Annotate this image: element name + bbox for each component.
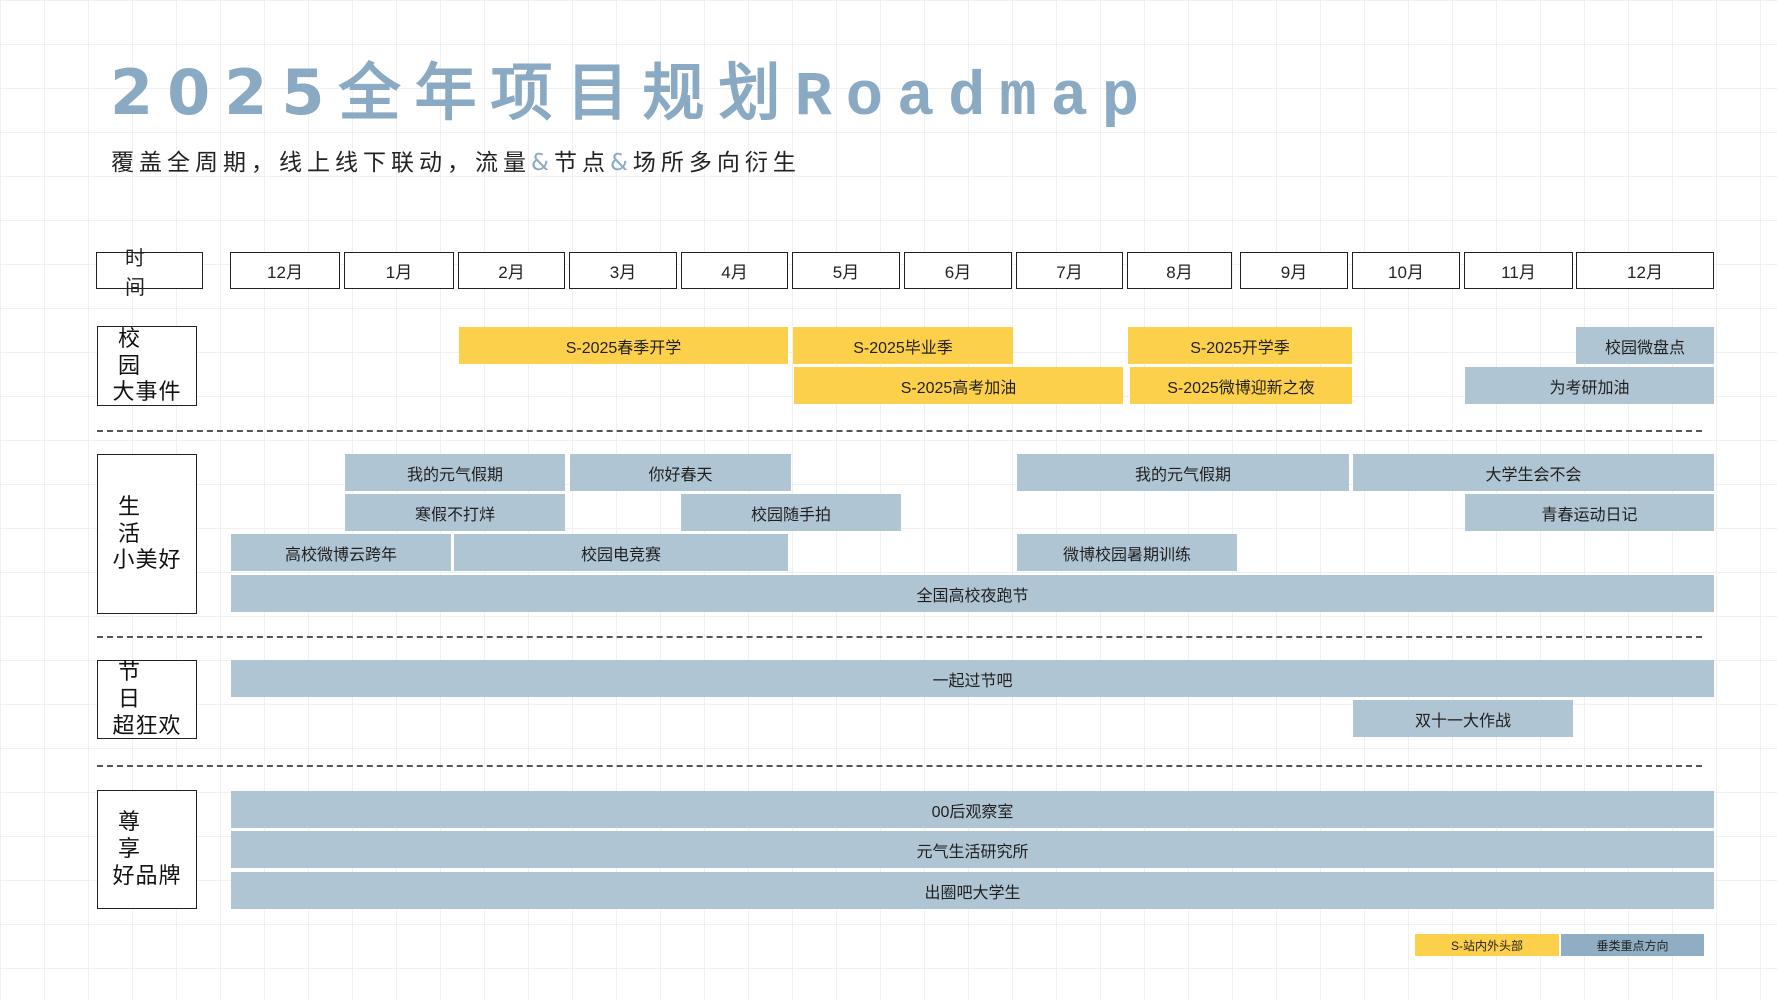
row-label-line1: 尊享 xyxy=(118,809,161,862)
bar-postgrad-cheer: 为考研加油 xyxy=(1465,367,1714,404)
page-title: 2025全年项目规划Roadmap xyxy=(110,62,1153,129)
month-cell-1: 12月 xyxy=(230,252,340,289)
row-label-brand: 尊享 好品牌 xyxy=(97,790,197,909)
bar-double-eleven: 双十一大作战 xyxy=(1353,700,1573,737)
month-cell-13: 12月 xyxy=(1576,252,1714,289)
bar-night-run-festival: 全国高校夜跑节 xyxy=(231,575,1714,612)
month-cell-2: 1月 xyxy=(344,252,454,289)
bar-college-students: 大学生会不会 xyxy=(1353,454,1714,491)
month-cell-6: 5月 xyxy=(792,252,900,289)
row-label-line1: 校园 xyxy=(118,325,161,378)
bar-hello-spring: 你好春天 xyxy=(570,454,791,491)
bar-campus-esports: 校园电竞赛 xyxy=(454,534,788,571)
subtitle-amp2: & xyxy=(609,150,633,176)
section-divider xyxy=(97,765,1702,767)
month-cell-10: 9月 xyxy=(1240,252,1348,289)
month-cell-4: 3月 xyxy=(569,252,677,289)
row-label-festival: 节日 超狂欢 xyxy=(97,659,197,739)
section-divider xyxy=(97,430,1702,432)
bar-back-to-school: S-2025开学季 xyxy=(1128,327,1352,364)
bar-spring-semester: S-2025春季开学 xyxy=(459,327,788,364)
month-cell-9: 8月 xyxy=(1127,252,1232,289)
bar-graduation-season: S-2025毕业季 xyxy=(793,327,1013,364)
bar-new-year-cloud: 高校微博云跨年 xyxy=(231,534,451,571)
bar-energy-life-lab: 元气生活研究所 xyxy=(231,831,1714,868)
legend-blue: 垂类重点方向 xyxy=(1561,934,1704,956)
bar-breakout-students: 出圈吧大学生 xyxy=(231,872,1714,909)
bar-winter-open: 寒假不打烊 xyxy=(345,494,565,531)
section-divider xyxy=(97,636,1702,638)
row-label-life: 生活 小美好 xyxy=(97,454,197,614)
bar-energy-holiday-winter: 我的元气假期 xyxy=(345,454,565,491)
title-main: 2025全年项目规划 xyxy=(110,56,795,129)
row-label-line2: 大事件 xyxy=(112,379,182,405)
bar-celebrate-together: 一起过节吧 xyxy=(231,660,1714,697)
subtitle-part1: 覆盖全周期，线上线下联动，流量 xyxy=(111,150,531,176)
legend-yellow: S-站内外头部 xyxy=(1415,934,1559,956)
row-label-line2: 超狂欢 xyxy=(112,712,182,738)
subtitle-amp1: & xyxy=(531,150,554,176)
row-label-campus-events: 校园 大事件 xyxy=(97,326,197,406)
bar-welcome-night: S-2025微博迎新之夜 xyxy=(1130,367,1352,404)
page-subtitle: 覆盖全周期，线上线下联动，流量&节点&场所多向衍生 xyxy=(111,143,801,177)
month-cell-11: 10月 xyxy=(1352,252,1460,289)
bar-energy-holiday-summer: 我的元气假期 xyxy=(1017,454,1349,491)
row-label-line2: 小美好 xyxy=(112,547,182,573)
bar-youth-sports-diary: 青春运动日记 xyxy=(1465,494,1714,531)
month-cell-3: 2月 xyxy=(458,252,565,289)
month-cell-5: 4月 xyxy=(681,252,788,289)
title-roadmap: Roadmap xyxy=(794,62,1154,133)
month-cell-12: 11月 xyxy=(1464,252,1573,289)
bar-gaokao-cheer: S-2025高考加油 xyxy=(794,367,1123,404)
row-label-line1: 生活 xyxy=(118,493,161,546)
time-header-cell: 时间 xyxy=(96,248,203,299)
bar-gen-z-observatory: 00后观察室 xyxy=(231,791,1714,828)
subtitle-part3: 场所多向衍生 xyxy=(632,150,801,176)
bar-campus-snapshot: 校园随手拍 xyxy=(681,494,901,531)
row-label-line1: 节日 xyxy=(118,659,161,712)
bar-summer-training: 微博校园暑期训练 xyxy=(1017,534,1237,571)
row-label-line2: 好品牌 xyxy=(112,862,182,888)
subtitle-part2: 节点 xyxy=(553,150,610,176)
month-cell-8: 7月 xyxy=(1016,252,1123,289)
month-cell-7: 6月 xyxy=(904,252,1012,289)
bar-campus-review: 校园微盘点 xyxy=(1576,327,1714,364)
